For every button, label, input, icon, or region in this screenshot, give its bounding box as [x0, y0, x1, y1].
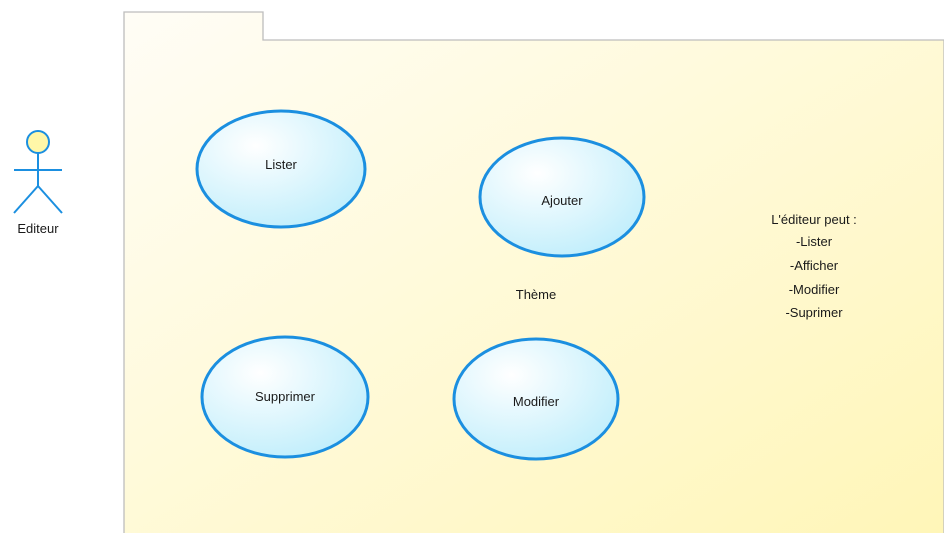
- use-case-ellipse[interactable]: [452, 337, 620, 461]
- use-case-label: Ajouter: [541, 193, 583, 208]
- use-case-lister[interactable]: Lister: [195, 109, 367, 229]
- note-line: -Modifier: [789, 282, 840, 297]
- stick-figure-actor-icon[interactable]: [13, 130, 63, 214]
- note-line: -Lister: [796, 234, 833, 249]
- use-case-ellipse[interactable]: [195, 109, 367, 229]
- note-line: L'éditeur peut :: [771, 212, 857, 227]
- use-case-label: Supprimer: [255, 389, 316, 404]
- use-case-label: Lister: [265, 157, 297, 172]
- package-name: Thème: [516, 287, 556, 302]
- use-case-ellipse[interactable]: [478, 136, 646, 258]
- actor-name: Editeur: [17, 221, 59, 236]
- use-case-label: Modifier: [513, 394, 560, 409]
- note-line: -Suprimer: [785, 305, 843, 320]
- use-case-ellipse[interactable]: [200, 335, 370, 459]
- actor-editeur[interactable]: Editeur: [13, 130, 63, 236]
- note-editor-permissions[interactable]: L'éditeur peut : -Lister -Afficher -Modi…: [771, 212, 857, 320]
- use-case-modifier[interactable]: Modifier: [452, 337, 620, 461]
- use-case-ajouter[interactable]: Ajouter: [478, 136, 646, 258]
- note-line: -Afficher: [790, 258, 839, 273]
- use-case-supprimer[interactable]: Supprimer: [200, 335, 370, 459]
